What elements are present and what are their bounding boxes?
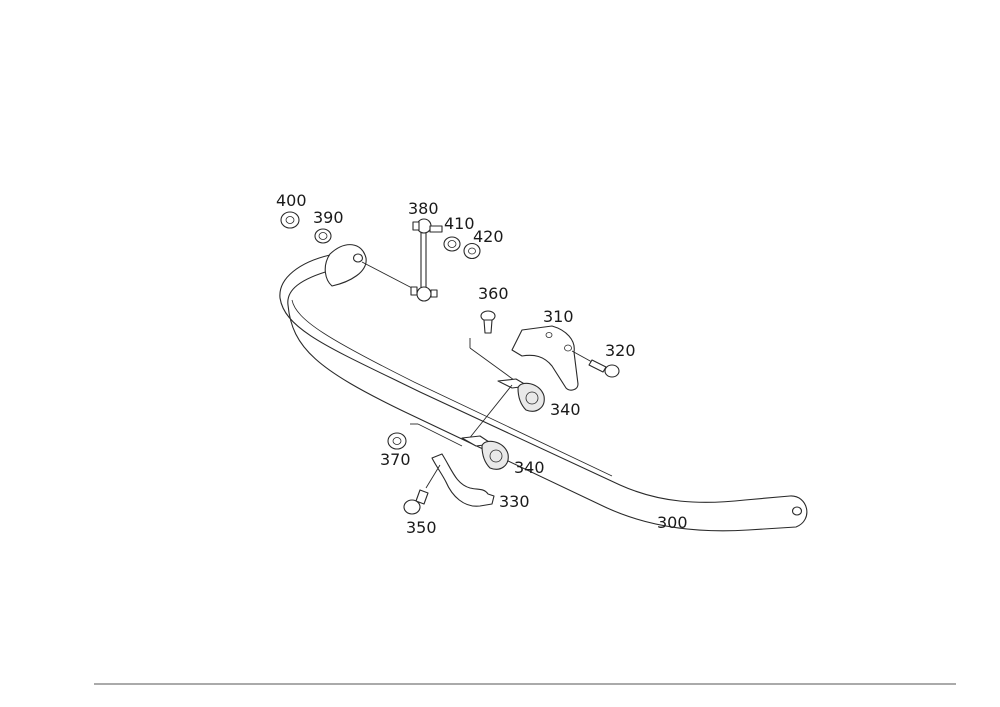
washer-390: [314, 228, 332, 244]
callout-370: 370: [380, 450, 411, 469]
callout-340-upper: 340: [550, 400, 581, 419]
bolt-320: [571, 350, 620, 378]
nut-420: [463, 242, 481, 260]
callout-330: 330: [499, 492, 530, 511]
bolt-350: [403, 489, 429, 515]
callout-340-lower: 340: [514, 458, 545, 477]
callout-420: 420: [473, 227, 504, 246]
callout-360: 360: [478, 284, 509, 303]
callout-380: 380: [408, 199, 439, 218]
washer-410: [443, 236, 461, 252]
callout-390: 390: [313, 208, 344, 227]
bolt-360: [469, 310, 515, 381]
link-rod-380: [361, 218, 443, 302]
bushing-340-lower: [461, 435, 509, 470]
stabilizer-bar-300: [279, 244, 808, 532]
bushing-340-upper: [497, 378, 545, 412]
clamp-330: [425, 453, 495, 507]
bracket-310: [511, 325, 579, 391]
nut-400: [280, 211, 300, 229]
nut-370: [387, 384, 513, 450]
callout-310: 310: [543, 307, 574, 326]
callout-320: 320: [605, 341, 636, 360]
callout-400: 400: [276, 191, 307, 210]
callout-410: 410: [444, 214, 475, 233]
callout-300: 300: [657, 513, 688, 532]
callout-350: 350: [406, 518, 437, 537]
